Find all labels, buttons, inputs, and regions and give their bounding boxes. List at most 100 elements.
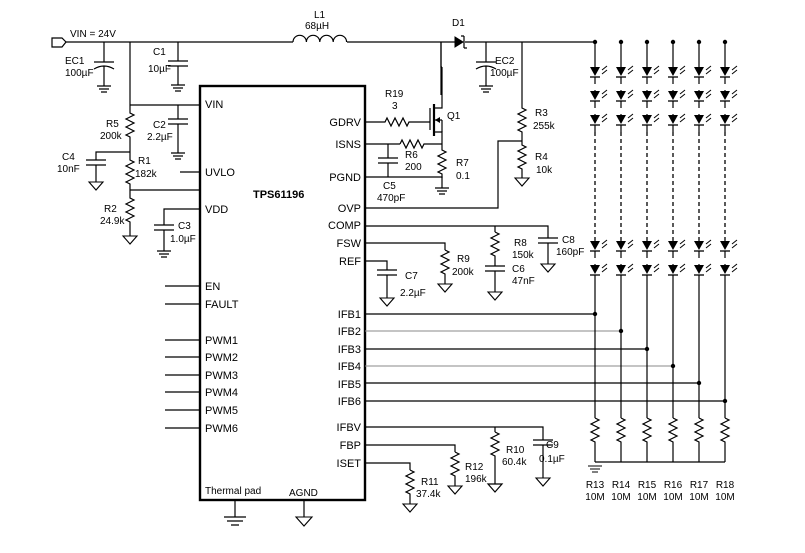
r10-bottom-net (486, 466, 504, 493)
pin-ifb4: IFB4 (338, 361, 361, 373)
bleeder-resistor-icon (719, 417, 731, 462)
led-icon (616, 65, 634, 84)
bleeder-r13: R13 10M (585, 480, 604, 503)
r3-value: 255k (533, 121, 556, 132)
resistor-r7: R7 0.1 (436, 142, 470, 182)
r11-ref: R11 (421, 477, 439, 488)
iset-net (365, 462, 411, 470)
led-string-5 (694, 39, 712, 418)
agnd-label: AGND (289, 488, 318, 499)
resistor-r19: R19 3 (365, 89, 430, 128)
capacitor-ec2: EC2 100µF (475, 42, 519, 93)
isns-net (365, 143, 400, 158)
bleeder-r14: R14 10M (611, 480, 630, 503)
led-icon (642, 65, 660, 84)
fsw-net (365, 242, 446, 250)
pin-pwm2: PWM2 (205, 352, 238, 364)
capacitor-c8: C8 160pF (538, 235, 584, 273)
pin-vdd: VDD (205, 204, 228, 216)
r7-ref: R7 (456, 158, 469, 169)
r10-ref: R10 (506, 445, 525, 456)
vin-label: VIN = 24V (70, 29, 116, 40)
r17-ref: R17 (690, 480, 709, 491)
c7-ref: C7 (405, 271, 418, 282)
led-icon (590, 239, 608, 258)
r4-value: 10k (536, 165, 553, 176)
led-icon (616, 89, 634, 108)
r5-ref: R5 (106, 119, 119, 130)
l1-value: 68µH (305, 21, 329, 32)
r12-value: 196k (465, 474, 488, 485)
r16-value: 10M (663, 492, 682, 503)
led-icon (616, 263, 634, 282)
ifbv-net (365, 426, 544, 440)
ec2-ref: EC2 (495, 56, 515, 67)
r2-ref: R2 (104, 204, 117, 215)
r15-value: 10M (637, 492, 656, 503)
bleeder-r15: R15 10M (637, 480, 656, 503)
led-string-2 (616, 39, 634, 418)
bleeder-resistor-icon (641, 417, 653, 462)
led-string-1 (590, 39, 608, 418)
r1-ref: R1 (138, 156, 151, 167)
r17-value: 10M (689, 492, 708, 503)
r9-value: 200k (452, 267, 475, 278)
resistor-r6: R6 200 (399, 138, 442, 173)
ic-body (198, 84, 367, 502)
diode-d1: D1 (452, 18, 467, 49)
r3-ref: R3 (535, 108, 548, 119)
r19-value: 3 (392, 101, 398, 112)
bleeder-r16: R16 10M (663, 480, 682, 503)
q1-ref: Q1 (447, 111, 461, 122)
led-icon (694, 65, 712, 84)
c4-ref: C4 (62, 152, 75, 163)
uvlo-net (130, 171, 200, 191)
c2-ref: C2 (153, 120, 166, 131)
led-icon (720, 239, 738, 258)
r1-value: 182k (135, 169, 158, 180)
c1-value: 10µF (148, 64, 171, 75)
fbp-net (365, 444, 456, 452)
resistor-r10: R10 60.4k (489, 431, 527, 468)
pin-fault: FAULT (205, 299, 239, 311)
led-icon (668, 89, 686, 108)
led-icon (720, 89, 738, 108)
r15-ref: R15 (638, 480, 657, 491)
pin-pwm4: PWM4 (205, 387, 238, 399)
agnd-ground (294, 516, 314, 527)
led-icon (694, 113, 712, 132)
r6-value: 200 (405, 162, 422, 173)
r13-value: 10M (585, 492, 604, 503)
capacitor-c3: C3 1.0µF (154, 208, 200, 258)
r19-ref: R19 (385, 89, 404, 100)
resistor-r12: R12 196k (446, 451, 488, 495)
ifb-junctions (592, 311, 728, 404)
thermal-ground (224, 516, 246, 526)
pin-en: EN (205, 281, 220, 293)
led-icon (694, 263, 712, 282)
r13-ref: R13 (586, 480, 605, 491)
c9-ref: C9 (546, 440, 559, 451)
pgnd-net (365, 176, 443, 188)
pin-fsw: FSW (337, 238, 362, 250)
mosfet-q1: Q1 (429, 42, 461, 142)
r9-ref: R9 (457, 254, 470, 265)
r16-ref: R16 (664, 480, 683, 491)
led-icon (642, 263, 660, 282)
pin-pwm3: PWM3 (205, 370, 238, 382)
r10-value: 60.4k (502, 457, 527, 468)
pin-pgnd: PGND (329, 172, 361, 184)
c3-value: 1.0µF (170, 234, 196, 245)
inductor-l1: L1 68µH (292, 10, 348, 43)
capacitor-c1: C1 10µF (148, 42, 188, 92)
bleeder-ground (588, 465, 602, 473)
r6-ref: R6 (405, 150, 418, 161)
led-icon (668, 65, 686, 84)
led-icon (642, 239, 660, 258)
ic-ground-net (234, 500, 305, 517)
bleeder-resistor-icon (693, 417, 705, 462)
led-string-3 (642, 39, 660, 418)
resistor-r8: R8 150k (489, 231, 535, 266)
capacitor-c9: C9 0.1µF (533, 439, 565, 487)
